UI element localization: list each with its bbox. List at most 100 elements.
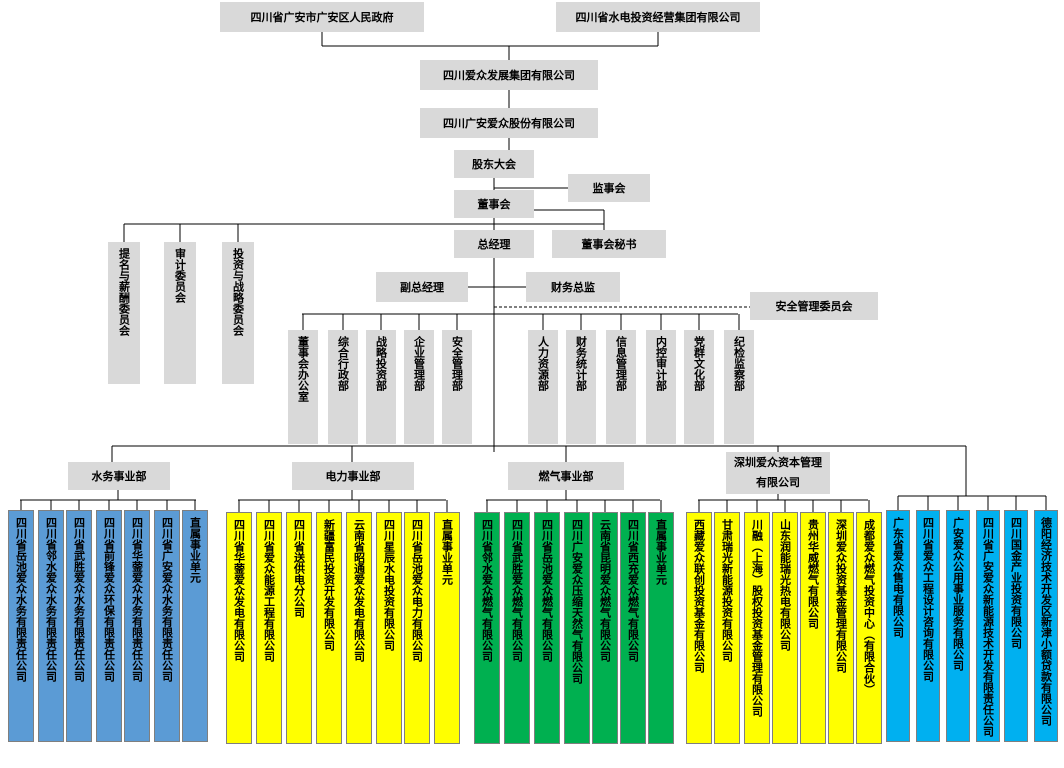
department-label: 企业管理部 (412, 336, 426, 391)
dept-internal-audit: 内控审计部 (646, 330, 676, 444)
subsidiary-label: 四川省爱众工程设计咨询有限公司 (921, 517, 935, 682)
subsidiary-label: 山东润能瑞光热电有限公司 (778, 519, 792, 651)
department-label: 纪检监察部 (732, 336, 746, 391)
subsidiary-label: 贵州华威燃气有限公司 (806, 519, 820, 629)
subsidiary-gas: 云南省昆明爱众燃气有限公司 (592, 512, 618, 744)
subsidiary-capital: 西藏爱众联创投资基金有限公司 (686, 512, 712, 744)
hydro-box: 四川省水电投资经营集团有限公司 (556, 2, 760, 32)
department-label: 人力资源部 (536, 336, 550, 391)
subsidiary-label: 广东省爱众售电有限公司 (891, 517, 905, 638)
dept-strategy-investment: 战略投资部 (366, 330, 396, 444)
subsidiary-label: 四川星辰水电投资有限公司 (382, 519, 396, 651)
subsidiary-label: 成都爱众燃气投资中心（有限合伙） (862, 519, 876, 695)
subsidiary-water: 四川省前锋爱众环保有限责任公司 (96, 510, 122, 742)
subsidiary-power: 四川省爱众能源工程有限公司 (256, 512, 282, 744)
subsidiary-label: 广安爱众公用事业服务有限公司 (951, 517, 965, 671)
subsidiary-other: 四川国金产业投资有限公司 (1004, 510, 1028, 742)
shareholders-box: 股东大会 (454, 150, 534, 178)
subsidiary-label: 四川省邻水爱众燃气有限公司 (480, 519, 494, 662)
committee-label: 审计委员会 (173, 248, 187, 303)
subsidiary-gas: 四川省邻水爱众燃气有限公司 (474, 512, 500, 744)
subsidiary-water: 四川省武胜爱众水务有限责任公司 (66, 510, 92, 742)
safety-committee-box: 安全管理委员会 (750, 292, 878, 320)
subsidiary-power: 新疆富民投资开发有限公司 (316, 512, 342, 744)
subsidiary-label: 西藏爱众联创投资基金有限公司 (692, 519, 706, 673)
department-label: 财务统计部 (574, 336, 588, 391)
subsidiary-label: 直属事业单元 (654, 519, 668, 585)
subsidiary-label: 川融（上海）股权投资基金管理有限公司 (750, 519, 764, 717)
department-label: 综合行政部 (336, 336, 350, 391)
subsidiary-capital: 深圳爱众投资基金管理有限公司 (828, 512, 854, 744)
subsidiary-power: 四川省送供电分公司 (286, 512, 312, 744)
subsidiary-power: 云南省昭通爱众发电有限公司 (346, 512, 372, 744)
subsidiary-gas: 四川省武胜爱众燃气有限公司 (504, 512, 530, 744)
board-box: 董事会 (454, 190, 534, 218)
subsidiary-label: 四川省岳池爱众水务有限责任公司 (14, 517, 28, 682)
committee-nomination: 提名与薪酬委员会 (108, 242, 140, 384)
division-gas: 燃气事业部 (508, 462, 624, 490)
gm-box: 总经理 (454, 230, 534, 258)
department-label: 安全管理部 (450, 336, 464, 391)
dept-admin: 综合行政部 (328, 330, 358, 444)
subsidiary-gas: 四川省西充爱众燃气有限公司 (620, 512, 646, 744)
committee-label: 投资与战略委员会 (231, 248, 245, 336)
subsidiary-power: 四川省华蓥爱众发电有限公司 (226, 512, 252, 744)
subsidiary-other: 广东省爱众售电有限公司 (886, 510, 910, 742)
subsidiary-gas: 四川省岳池爱众燃气有限公司 (534, 512, 560, 744)
dept-party-culture: 党群文化部 (684, 330, 714, 444)
subsidiary-label: 四川省爱众能源工程有限公司 (262, 519, 276, 662)
division-capital: 深圳爱众资本管理有限公司 (726, 452, 830, 494)
subsidiary-water: 四川省华蓥爱众水务有限责任公司 (124, 510, 150, 742)
cfo-box: 财务总监 (526, 272, 620, 302)
subsidiary-label: 德阳经济技术开发区新津小额贷款有限公司 (1039, 517, 1053, 726)
subsidiary-label: 直属事业单元 (188, 517, 202, 583)
subsidiary-power: 直属事业单元 (434, 512, 460, 744)
subsidiary-label: 云南省昆明爱众燃气有限公司 (598, 519, 612, 662)
subsidiary-label: 甘肃瑞光新能源投资有限公司 (720, 519, 734, 662)
dept-it: 信息管理部 (606, 330, 636, 444)
subsidiary-gas: 四川广安爱众压缩天然气有限公司 (564, 512, 590, 744)
subsidiary-label: 四川广安爱众压缩天然气有限公司 (570, 519, 584, 684)
subsidiary-other: 四川省广安爱众新能源技术开发有限责任公司 (976, 510, 1000, 742)
subsidiary-capital: 贵州华威燃气有限公司 (800, 512, 826, 744)
supervisors-box: 监事会 (568, 174, 650, 202)
subsidiary-label: 四川省邻水爱众水务有限责任公司 (44, 517, 58, 682)
subsidiary-water: 四川省岳池爱众水务有限责任公司 (8, 510, 34, 742)
subsidiary-other: 四川省爱众工程设计咨询有限公司 (916, 510, 940, 742)
subsidiary-label: 四川省武胜爱众水务有限责任公司 (72, 517, 86, 682)
subsidiary-water: 直属事业单元 (182, 510, 208, 742)
subsidiary-power: 四川省岳池爱众电力有限公司 (404, 512, 430, 744)
dept-safety: 安全管理部 (442, 330, 472, 444)
subsidiary-label: 四川省岳池爱众电力有限公司 (410, 519, 424, 662)
department-label: 董事会办公室 (296, 336, 310, 402)
division-water: 水务事业部 (68, 462, 170, 490)
department-label: 信息管理部 (614, 336, 628, 391)
subsidiary-label: 四川省送供电分公司 (292, 519, 306, 618)
gov-box: 四川省广安市广安区人民政府 (220, 2, 424, 32)
subsidiary-label: 新疆富民投资开发有限公司 (322, 519, 336, 651)
dept-finance: 财务统计部 (566, 330, 596, 444)
subsidiary-capital: 成都爱众燃气投资中心（有限合伙） (856, 512, 882, 744)
stock-box: 四川广安爱众股份有限公司 (420, 108, 598, 138)
dept-enterprise-mgmt: 企业管理部 (404, 330, 434, 444)
department-label: 党群文化部 (692, 336, 706, 391)
board-secretary-box: 董事会秘书 (552, 230, 666, 258)
subsidiary-label: 四川省西充爱众燃气有限公司 (626, 519, 640, 662)
subsidiary-label: 云南省昭通爱众发电有限公司 (352, 519, 366, 662)
deputy-gm-box: 副总经理 (376, 272, 468, 302)
dept-discipline: 纪检监察部 (724, 330, 754, 444)
subsidiary-capital: 山东润能瑞光热电有限公司 (772, 512, 798, 744)
subsidiary-capital: 甘肃瑞光新能源投资有限公司 (714, 512, 740, 744)
subsidiary-water: 四川省邻水爱众水务有限责任公司 (38, 510, 64, 742)
dept-hr: 人力资源部 (528, 330, 558, 444)
committee-label: 提名与薪酬委员会 (117, 248, 131, 336)
subsidiary-other: 德阳经济技术开发区新津小额贷款有限公司 (1034, 510, 1058, 742)
subsidiary-capital: 川融（上海）股权投资基金管理有限公司 (744, 512, 770, 744)
dept-board-office: 董事会办公室 (288, 330, 318, 444)
committee-audit: 审计委员会 (164, 242, 196, 384)
subsidiary-label: 四川省华蓥爱众发电有限公司 (232, 519, 246, 662)
subsidiary-water: 四川省广安爱众水务有限责任公司 (154, 510, 180, 742)
subsidiary-gas: 直属事业单元 (648, 512, 674, 744)
subsidiary-other: 广安爱众公用事业服务有限公司 (946, 510, 970, 742)
